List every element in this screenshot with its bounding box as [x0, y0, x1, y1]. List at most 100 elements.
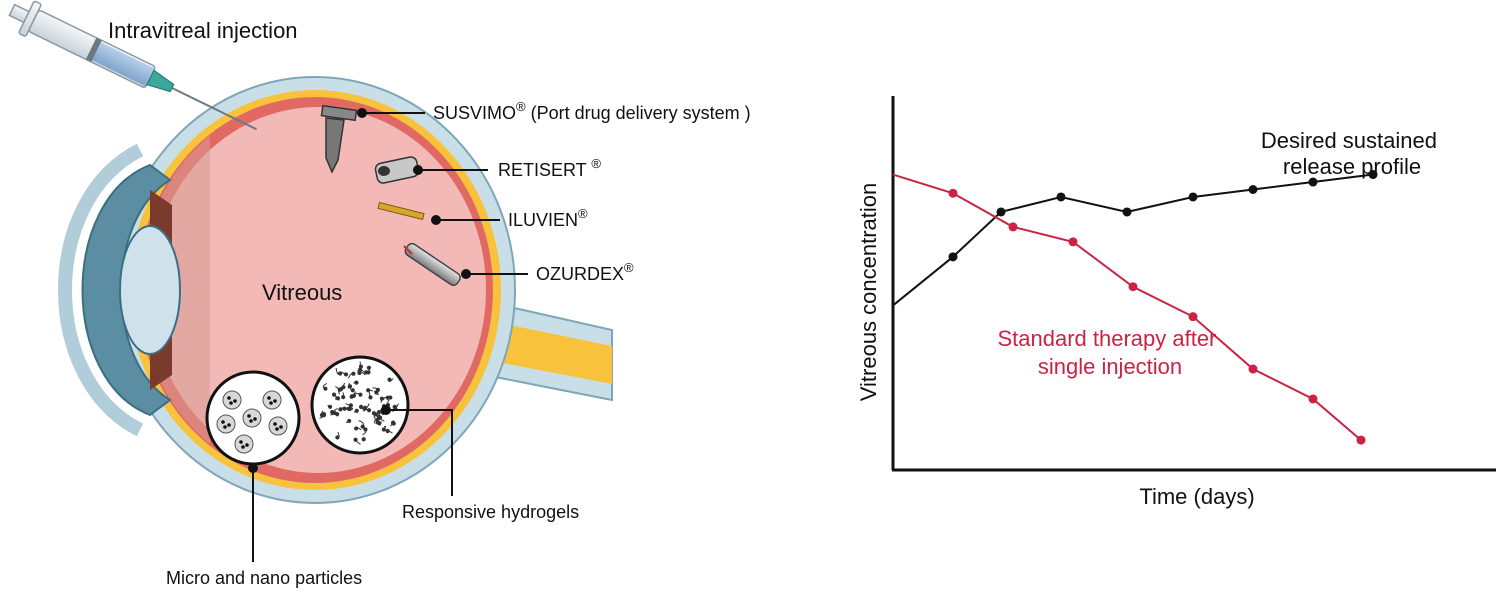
hydrogel-node: [375, 417, 380, 423]
series-layer: [892, 170, 1378, 445]
callout-susvimo: SUSVIMO® (Port drug delivery system ): [433, 99, 751, 123]
series-1-point-8: [1356, 435, 1366, 445]
eye-diagram: Intravitreal injection Vitreous SUSVIMO®…: [8, 0, 751, 588]
particle-core: [269, 401, 273, 405]
series-0-point-1: [948, 252, 958, 262]
hydrogel-node: [321, 412, 327, 417]
hydrogel-node: [338, 407, 343, 412]
hydrogel-node: [343, 372, 349, 377]
callout-ozurdex: OZURDEX®: [536, 260, 634, 284]
callout-leaders: [248, 108, 528, 562]
hydrogel-node: [376, 409, 382, 415]
series-1-point-4: [1128, 282, 1138, 292]
hydrogel-node: [361, 437, 366, 442]
hydrogels-label: Responsive hydrogels: [402, 502, 579, 522]
particle: [216, 414, 236, 434]
series-1-point-6: [1248, 364, 1258, 374]
particle-core: [227, 423, 231, 427]
iluvien-implant: [377, 201, 425, 221]
hydrogel-node: [357, 370, 362, 376]
hydrogel-node: [366, 408, 372, 413]
particle-core: [267, 396, 271, 400]
particle: [222, 390, 242, 410]
hydrogel-node: [363, 427, 368, 432]
particle-core: [273, 399, 277, 403]
hydrogel-node: [347, 418, 352, 424]
particle-core: [253, 417, 257, 421]
hydrogel-node: [364, 370, 369, 375]
syringe-icon: [8, 0, 257, 131]
particle: [242, 408, 262, 428]
injection-label: Intravitreal injection: [108, 18, 298, 43]
particle-core: [239, 440, 243, 444]
series-1-point-2: [1008, 222, 1018, 232]
hydrogel-node: [375, 387, 381, 392]
hydrogel-node: [368, 395, 373, 400]
particle-core: [223, 425, 227, 429]
hydrogel-node: [351, 371, 356, 376]
hydrogel-node: [353, 437, 358, 442]
susvimo-implant: [320, 104, 358, 174]
particle-core: [275, 427, 279, 431]
particle: [262, 390, 282, 410]
release-chart: Time (days) Vitreous concentration Desir…: [856, 96, 1496, 509]
series-0-point-6: [1248, 185, 1258, 194]
series-1-point-7: [1308, 394, 1318, 404]
hydrogel-node: [358, 404, 364, 409]
particle: [234, 434, 254, 454]
hydrogel-node: [341, 395, 346, 400]
hydrogel-node: [342, 406, 347, 411]
particle-core: [279, 425, 283, 429]
series-0-point-4: [1122, 207, 1132, 217]
hydrogel-node: [387, 377, 392, 382]
hydrogel-node: [379, 396, 385, 401]
hydrogel-node: [335, 396, 341, 401]
hydrogel-node: [366, 365, 371, 370]
particle-core: [245, 443, 249, 447]
hydrogel-node: [354, 408, 359, 413]
hydrogel-node: [358, 392, 363, 397]
hydrogel-node: [331, 392, 337, 397]
series-0-point-3: [1056, 192, 1066, 202]
hydrogel-node: [323, 386, 328, 391]
series-1-point-3: [1068, 237, 1078, 247]
particle-core: [247, 414, 251, 418]
particle-core: [233, 399, 237, 403]
particle-core: [249, 419, 253, 423]
hydrogel-node: [362, 405, 368, 410]
hydrogel-node: [358, 364, 364, 369]
x-axis-label: Time (days): [1139, 484, 1254, 509]
hydrogel-node: [354, 380, 359, 385]
hydrogel-node: [341, 385, 346, 390]
hydrogel-node: [366, 388, 371, 393]
hydrogel-node: [350, 388, 355, 393]
hydrogel-node: [337, 371, 343, 376]
hydrogel-node: [385, 428, 390, 434]
hydrogel-node: [335, 412, 340, 417]
series-label-sustained: Desired sustained release profile: [1261, 128, 1443, 179]
hydrogel-node: [347, 406, 352, 412]
hydrogel-node: [335, 435, 340, 440]
series-1-point-5: [1188, 312, 1198, 322]
particle: [268, 416, 288, 436]
hydrogel-node: [327, 404, 333, 409]
hydrogel-node: [388, 395, 393, 400]
callout-iluvien: ILUVIEN®: [508, 206, 588, 230]
particle-core: [229, 401, 233, 405]
hydrogel-node: [381, 427, 386, 432]
hydrogel-node: [378, 415, 383, 420]
series-label-standard: Standard therapy after single injection: [997, 326, 1222, 379]
particles-label: Micro and nano particles: [166, 568, 362, 588]
hydrogel-node: [349, 394, 354, 399]
hydrogel-node: [348, 403, 353, 408]
particle-core: [273, 422, 277, 426]
particles-inset: [205, 370, 301, 466]
hydrogel-node: [391, 421, 396, 426]
callout-retisert: RETISERT ®: [498, 156, 601, 180]
series-0-point-5: [1188, 192, 1198, 202]
cornea-outer: [58, 143, 144, 437]
hydrogel-node: [330, 410, 335, 415]
ozurdex-implant: [403, 242, 461, 286]
series-0-point-2: [996, 207, 1006, 217]
particle-core: [221, 420, 225, 424]
